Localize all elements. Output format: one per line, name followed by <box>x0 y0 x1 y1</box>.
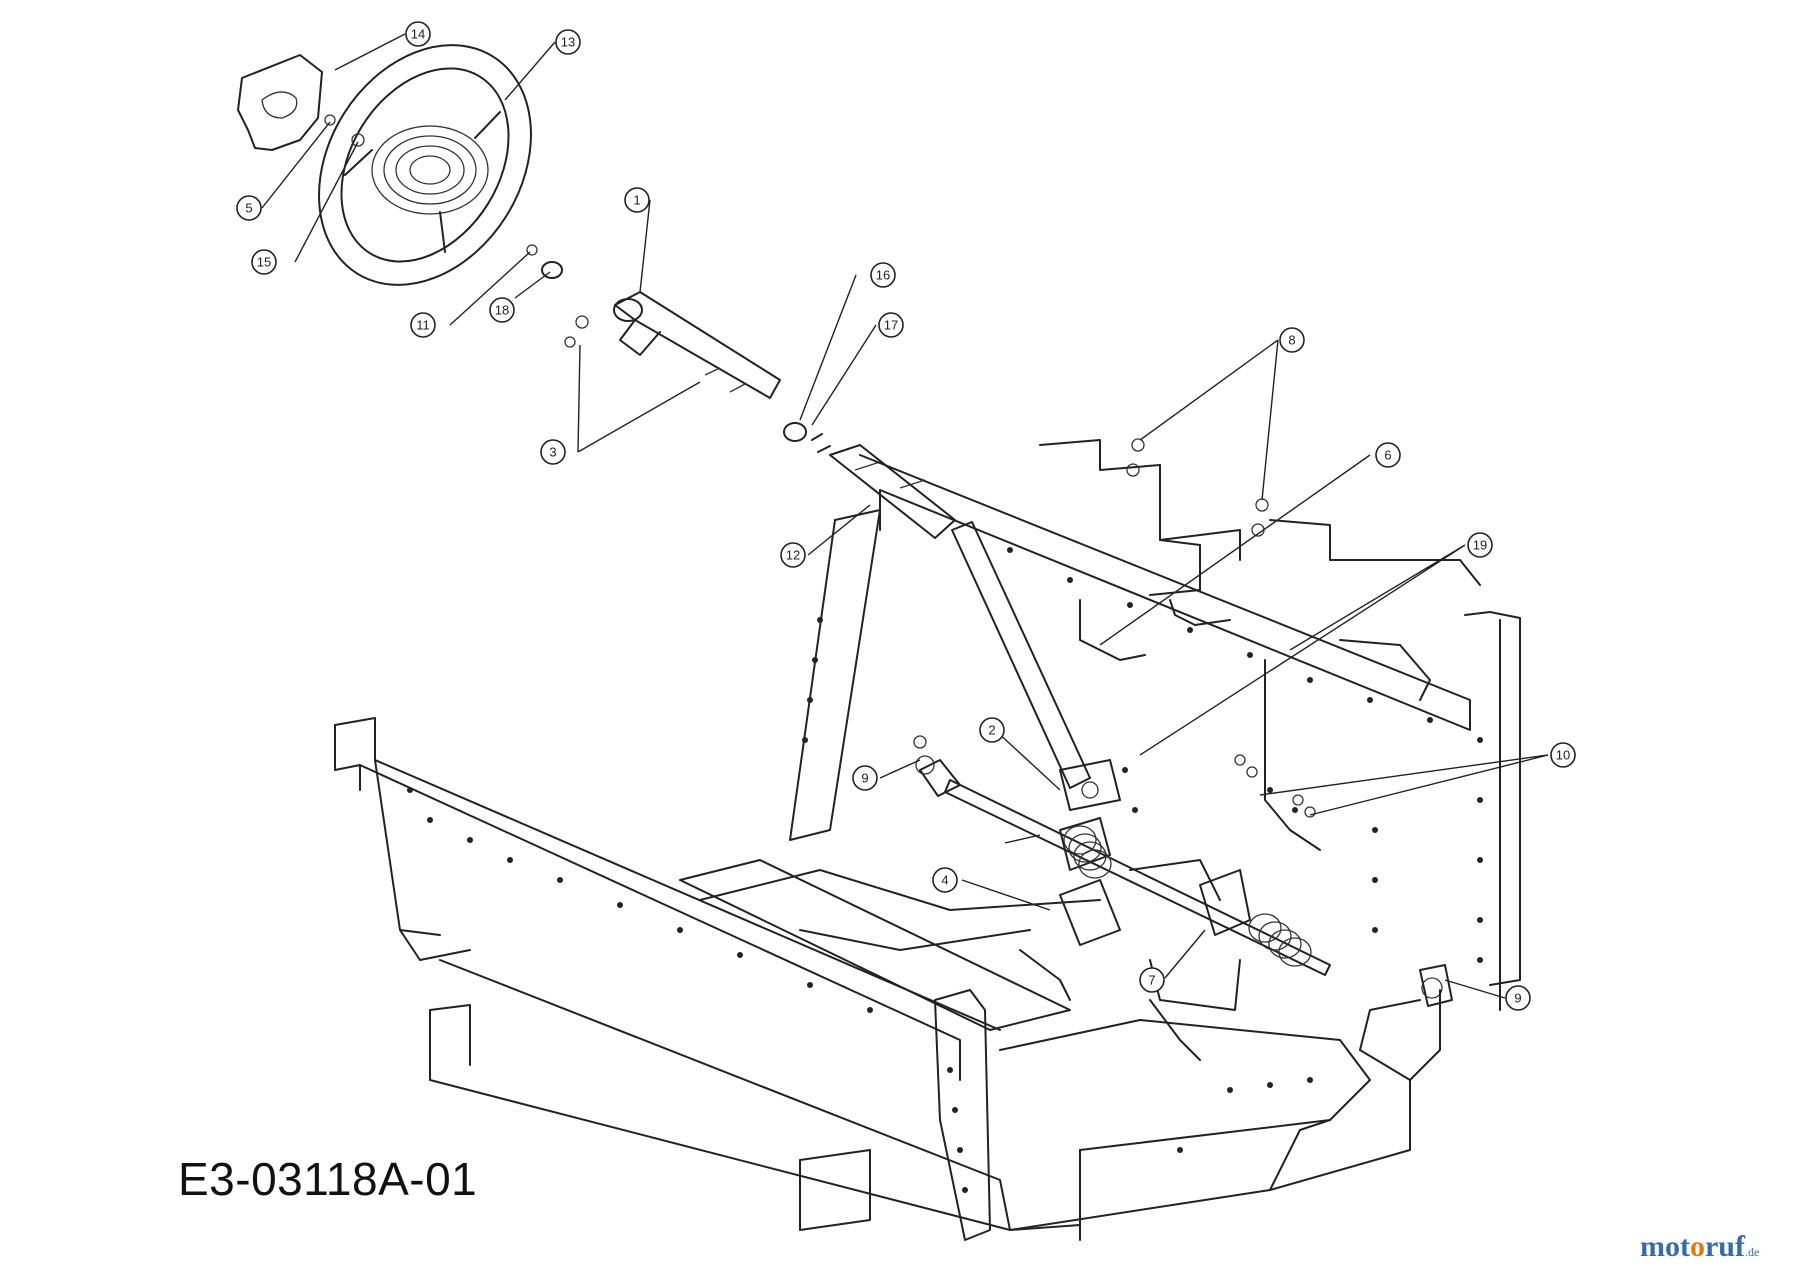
svg-text:19: 19 <box>1473 538 1487 553</box>
diagram-code: E3-03118A-01 <box>178 1153 478 1205</box>
watermark-part-2: o <box>1689 1230 1705 1263</box>
callout-4: 4 <box>932 867 958 893</box>
svg-text:3: 3 <box>549 445 556 460</box>
wheel-fasteners <box>324 114 589 348</box>
svg-text:9: 9 <box>1514 991 1521 1006</box>
callout-9-left: 9 <box>852 765 878 791</box>
callout-8: 8 <box>1279 327 1305 353</box>
callout-14: 14 <box>405 21 431 47</box>
callout-12: 12 <box>780 542 806 568</box>
callout-13: 13 <box>555 29 581 55</box>
watermark-part-3: ruf <box>1704 1230 1745 1263</box>
svg-text:7: 7 <box>1148 973 1155 988</box>
callout-2: 2 <box>979 717 1005 743</box>
svg-text:8: 8 <box>1288 333 1295 348</box>
callout-9-right: 9 <box>1505 985 1531 1011</box>
callout-10: 10 <box>1550 742 1576 768</box>
callout-17: 17 <box>878 312 904 338</box>
leader-lines <box>261 33 1549 999</box>
crossmember-bolts <box>1126 438 1316 818</box>
callout-18: 18 <box>489 297 515 323</box>
svg-text:1: 1 <box>633 193 640 208</box>
svg-text:4: 4 <box>941 873 948 888</box>
svg-text:6: 6 <box>1384 448 1391 463</box>
watermark-logo: motoruf.de <box>1640 1230 1759 1264</box>
svg-text:17: 17 <box>884 318 898 333</box>
callout-19: 19 <box>1467 532 1493 558</box>
steering-shaft <box>951 521 1121 811</box>
upper-crossmember <box>859 439 1521 1011</box>
svg-text:9: 9 <box>861 771 868 786</box>
callout-3: 3 <box>540 439 566 465</box>
watermark-part-4: .de <box>1744 1245 1760 1259</box>
svg-text:13: 13 <box>561 35 575 50</box>
callout-6: 6 <box>1375 442 1401 468</box>
svg-text:10: 10 <box>1556 748 1570 763</box>
chassis-frame <box>334 509 1441 1241</box>
svg-text:2: 2 <box>988 723 995 738</box>
callout-7: 7 <box>1139 967 1165 993</box>
svg-text:11: 11 <box>416 318 430 333</box>
svg-text:15: 15 <box>257 255 271 270</box>
svg-text:12: 12 <box>786 548 800 563</box>
callout-16: 16 <box>870 262 896 288</box>
steering-column <box>613 291 956 539</box>
callout-11: 11 <box>410 312 436 338</box>
frame-holes <box>407 547 1483 1193</box>
callout-5: 5 <box>236 195 262 221</box>
svg-text:14: 14 <box>411 27 425 42</box>
steering-cap <box>237 54 323 151</box>
steering-rack <box>913 735 1453 1007</box>
steering-wheel <box>318 44 532 286</box>
watermark-part-1: mot <box>1640 1230 1690 1263</box>
svg-text:18: 18 <box>495 303 509 318</box>
callout-15: 15 <box>251 249 277 275</box>
svg-text:16: 16 <box>876 268 890 283</box>
svg-text:5: 5 <box>245 201 252 216</box>
callout-1: 1 <box>624 187 650 213</box>
